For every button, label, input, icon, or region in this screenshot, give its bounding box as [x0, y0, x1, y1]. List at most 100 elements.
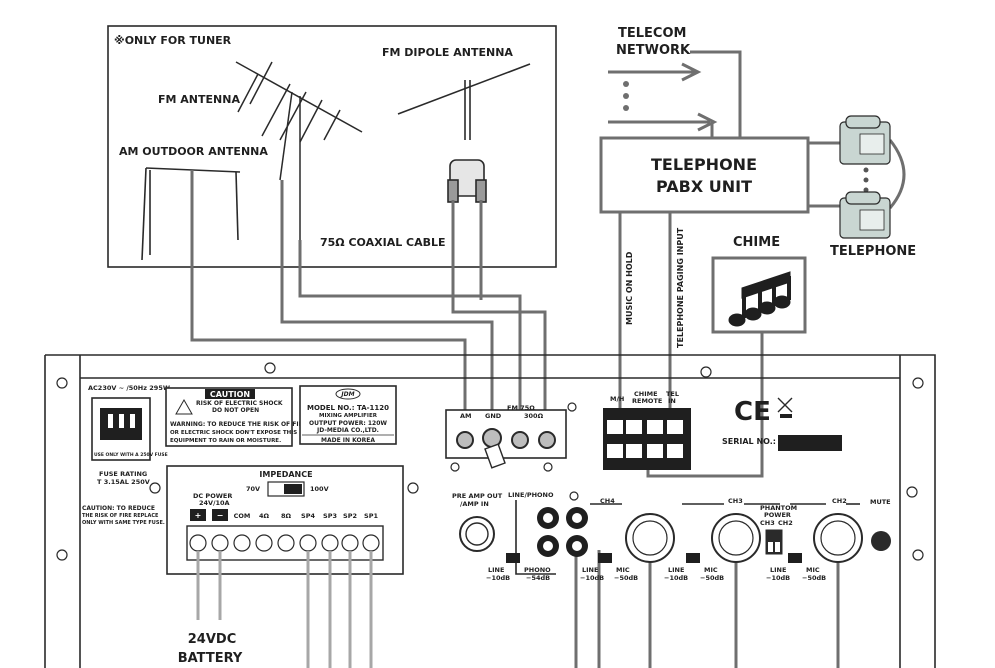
- terminal-com[interactable]: [233, 534, 251, 552]
- telephone-paging-input-label: TELEPHONE PAGING INPUT: [676, 227, 685, 348]
- ch2-mic-switch[interactable]: [788, 553, 802, 563]
- ac-pin-icon: [108, 414, 113, 428]
- telecom-arrow-top: [681, 62, 702, 82]
- dc-power-label: DC POWER: [193, 492, 232, 500]
- terminal-sp1[interactable]: [362, 534, 380, 552]
- terminal-sp2[interactable]: [341, 534, 359, 552]
- caution-line-2: DO NOT OPEN: [212, 407, 259, 414]
- model-label: JDM MODEL NO.: TA-1120 MIXING AMPLIFIER …: [299, 385, 397, 445]
- warning-line-3: EQUIPMENT TO RAIN OR MOISTURE.: [170, 438, 281, 444]
- positive-badge: [190, 509, 206, 521]
- ch4-bracket: [515, 500, 556, 575]
- fuse-usage-label: USE ONLY WITH A 250V FUSE: [94, 452, 168, 458]
- tuner-terminals: AM GND FM 75Ω 300Ω: [445, 402, 577, 472]
- phone-wire: [888, 139, 906, 209]
- dc-power-rating: 24V/10A: [199, 499, 230, 507]
- terminal-sp3[interactable]: [321, 534, 339, 552]
- music-notes-icon: [728, 271, 791, 327]
- panel-screw: [906, 486, 918, 498]
- terminal-plus[interactable]: [189, 534, 207, 552]
- fm75-terminal-jack[interactable]: [511, 431, 529, 449]
- terminal-screw: [450, 462, 460, 472]
- panel-outline: [45, 354, 936, 668]
- panel-screw: [264, 362, 276, 374]
- ac-rating-label: AC230V ~ /50Hz 295W: [88, 384, 170, 392]
- ch4-mic-switch[interactable]: [598, 553, 612, 563]
- impedance-switch-knob[interactable]: [284, 484, 302, 494]
- ch4-phono-switch[interactable]: [506, 553, 520, 563]
- ch3-mic-label: MIC: [704, 566, 718, 574]
- battery-label-2: BATTERY: [178, 651, 243, 666]
- channel-4: LINE/PHONO CH4 LINE −10dB PHONO −54dB LI…: [486, 491, 675, 582]
- telephone-label: TELEPHONE: [830, 244, 916, 259]
- ch4-line-phono-label: LINE/PHONO: [508, 491, 554, 499]
- terminal-8ohm[interactable]: [277, 534, 295, 552]
- telephone-dot: [863, 167, 869, 173]
- panel-screw: [56, 377, 68, 389]
- terminal-label-sp4: SP4: [301, 512, 315, 520]
- model-number: MODEL NO.: TA-1120: [307, 404, 389, 412]
- ch4-mic-label: MIC: [616, 566, 630, 574]
- telecom-dot: [623, 81, 629, 87]
- fm-dipole-label: FM DIPOLE ANTENNA: [382, 46, 513, 59]
- caution-side-3: ONLY WITH SAME TYPE FUSE.: [82, 520, 165, 526]
- ac-inlet: AC230V ~ /50Hz 295W USE ONLY WITH A 250V…: [82, 384, 170, 526]
- serial-plate: [778, 435, 842, 451]
- coax-label: 75Ω COAXIAL CABLE: [320, 236, 446, 249]
- ac-pin-icon: [119, 414, 124, 428]
- chime-terminal-label: CHIME: [634, 390, 658, 398]
- phantom-ch2-label: CH2: [778, 519, 793, 527]
- gnd-terminal-label: GND: [485, 412, 502, 420]
- am-terminal-jack[interactable]: [456, 431, 474, 449]
- speaker-output-block: IMPEDANCE 70V 100V DC POWER 24V/10A + − …: [149, 465, 419, 575]
- pabx-label-2: PABX UNIT: [656, 177, 752, 196]
- ch3-line-db: −10dB: [664, 574, 688, 582]
- block-screw: [149, 482, 161, 494]
- pabx-box: [599, 136, 810, 214]
- panel-screw: [700, 366, 712, 378]
- telephones: TELEPHONE: [808, 115, 916, 259]
- tel-terminal-label: TEL: [666, 390, 679, 398]
- output-wires: [196, 550, 840, 668]
- ch4-rca-jack-pin: [543, 513, 553, 523]
- pre-amp-label-2: /AMP IN: [460, 500, 489, 508]
- battery-label-1: 24VDC: [188, 632, 236, 647]
- terminal-screw: [543, 462, 553, 472]
- speaker-terminals: [189, 534, 380, 552]
- warning-line-2: OR ELECTRIC SHOCK DON'T EXPOSE THIS: [170, 430, 297, 436]
- ch4-line-label-2: LINE: [582, 566, 598, 574]
- fm300-terminal-jack[interactable]: [538, 431, 556, 449]
- model-company: JD-MEDIA CO.,LTD.: [316, 427, 379, 434]
- ch4-xlr-inner: [632, 520, 668, 556]
- amplifier-back-panel: [44, 354, 936, 668]
- fm-antenna-wire: [280, 180, 494, 440]
- mh-label: M/H: [610, 395, 624, 403]
- am-outdoor-label: AM OUTDOOR ANTENNA: [119, 145, 268, 158]
- fm-dipole-icon: [397, 63, 531, 203]
- terminal-label-sp1: SP1: [364, 512, 378, 520]
- tuner-panel: ※ONLY FOR TUNER FM DIPOLE ANTENNA FM ANT…: [107, 25, 557, 268]
- phantom-power: PHANTOM POWER CH3 CH2: [760, 504, 797, 555]
- ch2-line-label: LINE: [770, 566, 786, 574]
- terminal-sp4[interactable]: [299, 534, 317, 552]
- wires: [190, 170, 764, 478]
- terminal-minus[interactable]: [211, 534, 229, 552]
- ac-pin-icon: [130, 414, 135, 428]
- ch4-rca-jack-pin: [572, 513, 582, 523]
- terminal-label-sp3: SP3: [323, 512, 337, 520]
- caution-side-2: THE RISK OF FIRE REPLACE: [82, 513, 159, 519]
- caution-title: CAUTION: [210, 390, 250, 399]
- fuse-rating-label: FUSE RATING: [99, 470, 147, 478]
- terminal-4ohm[interactable]: [255, 534, 273, 552]
- pabx-unit: TELEPHONE PABX UNIT: [599, 136, 810, 214]
- jdm-logo-icon: [335, 388, 361, 400]
- ch4-line-db: −10dB: [486, 574, 510, 582]
- terminal-label-com: COM: [234, 512, 251, 520]
- remote-terminal-label: REMOTE: [632, 397, 662, 405]
- pre-amp-jack: PRE AMP OUT /AMP IN: [452, 492, 503, 552]
- jdm-logo: JDM: [340, 391, 354, 398]
- ch4-rca-jack-pin: [543, 541, 553, 551]
- fm-antenna-icon: [235, 61, 363, 240]
- ch3-mic-switch[interactable]: [686, 553, 700, 563]
- mute-button[interactable]: [871, 531, 891, 551]
